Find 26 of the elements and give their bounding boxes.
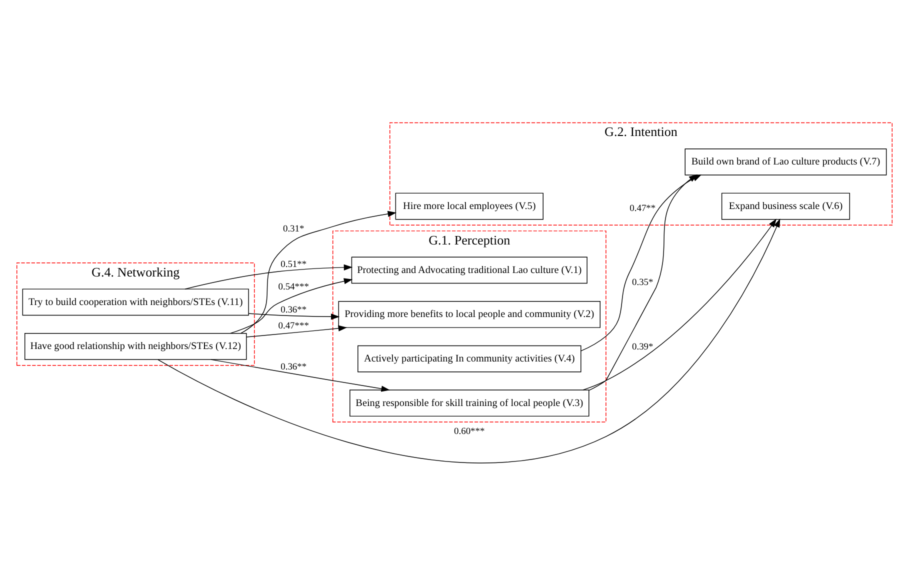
arrow [246,324,348,337]
node-box: Actively participating In community activities (V.4) [358,344,582,372]
node-box: Providing more benefits to local people and community (V.2) [338,300,600,328]
edge-label: 0.47*** [278,321,309,332]
arrow [184,264,353,289]
edge-label: 0.36** [280,362,307,372]
arrow [158,218,780,463]
edge-label: 0.47** [630,203,656,214]
edge-label: 0.35* [632,277,654,288]
node-box: Hire more local employees (V.5) [395,192,544,220]
edge-label: 0.39* [632,342,654,352]
edge-label: 0.36** [280,305,307,316]
arrow [582,218,777,390]
node-box: Try to build cooperation with neighbors/STEs (V.11) [22,288,249,316]
arrow [230,278,353,334]
edge-label: 0.60*** [454,426,485,436]
arrow [240,210,396,334]
node-box: Protecting and Advocating traditional Lao culture (V.1) [351,256,588,284]
edge-label: 0.51** [280,259,307,270]
edge-label: 0.54*** [278,282,309,292]
node-box: Being responsible for skill training of local people (V.3) [350,389,590,416]
arrow [248,312,340,320]
node-box: Expand business scale (V.6) [721,192,850,220]
edge-label: 0.31* [282,224,304,234]
node-box: Build own brand of Lao culture products (V.7) [684,148,887,175]
node-box: Have good relationship with neighbors/STEs (V.12) [24,332,247,360]
